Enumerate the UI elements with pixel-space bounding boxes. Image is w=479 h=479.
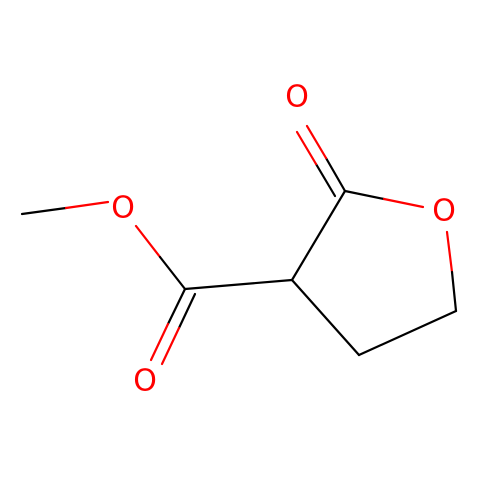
bond-ring-c4-c3 [290, 278, 361, 357]
bond-carbonyl-double-a [166, 287, 187, 326]
bond-o-carbonyl-red [134, 224, 162, 259]
bond-ring-c2-o [343, 189, 386, 201]
bond-ring-c2-o-red [382, 197, 425, 209]
atom-label-carbonyl-oxygen: O [133, 364, 157, 399]
bond-methyl-o [20, 206, 68, 216]
bond-lactone-double-a [324, 156, 347, 193]
bond-ring-c5-c4 [357, 309, 458, 357]
bond-carbonyl-double-b-red [160, 326, 181, 366]
bond-carbonyl-double-b [177, 292, 197, 330]
atom-label-lactone-oxygen: O [285, 80, 309, 115]
bond-ring-o-c5 [450, 270, 458, 313]
bond-methyl-o-red [64, 200, 110, 210]
bond-ring-o-c5-red [445, 230, 454, 274]
bond-carbonyl-double-a-red [149, 322, 170, 362]
bond-lactone-double-a-red [305, 124, 328, 160]
bond-lactone-double-b-red [295, 130, 318, 166]
atom-label-ester-oxygen: O [111, 191, 135, 226]
bond-ring-c3-c2 [290, 189, 347, 282]
bond-o-carbonyl [158, 255, 187, 291]
bond-carbonyl-ring [183, 278, 294, 291]
bond-lactone-double-b [314, 162, 337, 198]
atom-label-ring-oxygen: O [432, 194, 456, 229]
